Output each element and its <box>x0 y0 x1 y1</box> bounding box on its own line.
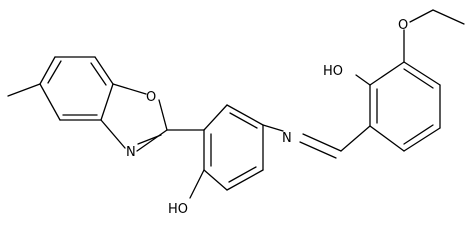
bond-ring3-double-2 <box>403 68 434 89</box>
bond-benzo-3 <box>94 56 114 85</box>
atom-label-ethoxy-o: O <box>398 18 408 33</box>
atom-label-phenol-oh: HO <box>168 202 188 217</box>
bond-salicyl-oh <box>355 74 371 86</box>
bond-o-ch2 <box>409 9 434 23</box>
bond-ring2-2 <box>226 104 264 126</box>
structure-canvas: O N N HO HO O <box>7 9 465 217</box>
bond-oxazole-1 <box>112 83 147 95</box>
bond-oxazole-3 <box>136 129 168 152</box>
bond-ring2-double-2 <box>228 166 257 183</box>
bond-aryl-n <box>262 124 284 132</box>
bond-n-ch-double <box>299 141 337 159</box>
bond-ring2-double-1 <box>229 112 258 129</box>
chemical-structure: O N N HO HO O <box>7 9 465 217</box>
bond-ring3-5 <box>403 127 441 152</box>
atom-label-salicyl-oh: HO <box>323 64 343 79</box>
bond-ring3-2 <box>369 61 405 86</box>
bond-ch2-ch3 <box>432 9 465 25</box>
bond-ring3-6 <box>369 125 405 152</box>
atom-label-imine-n: N <box>282 131 292 146</box>
bond-benzo-6 <box>39 83 61 121</box>
bond-phenol-oh <box>189 169 205 199</box>
bond-n-ch <box>302 133 342 152</box>
bond-benzo-double-1 <box>47 60 62 84</box>
bond-benzo-1 <box>39 56 56 85</box>
bond-benzo-4 <box>100 83 114 121</box>
bond-ring2-1 <box>203 104 228 131</box>
bond-oxazole-2 <box>158 99 168 131</box>
bond-ring3-3 <box>403 61 441 86</box>
bond-oxazole-4 <box>100 119 126 149</box>
atom-label-oxazole-n: N <box>126 145 136 160</box>
bond-ring2-5 <box>203 169 228 191</box>
bond-ring3-double-3 <box>403 124 434 145</box>
bond-oxazole-double <box>137 134 162 145</box>
bond-ch-ring <box>340 125 371 152</box>
bond-benzo-double-3 <box>90 62 107 86</box>
bond-methyl <box>7 83 41 97</box>
bond-ring2-4 <box>226 169 264 191</box>
atom-label-oxazole-o: O <box>146 90 156 105</box>
